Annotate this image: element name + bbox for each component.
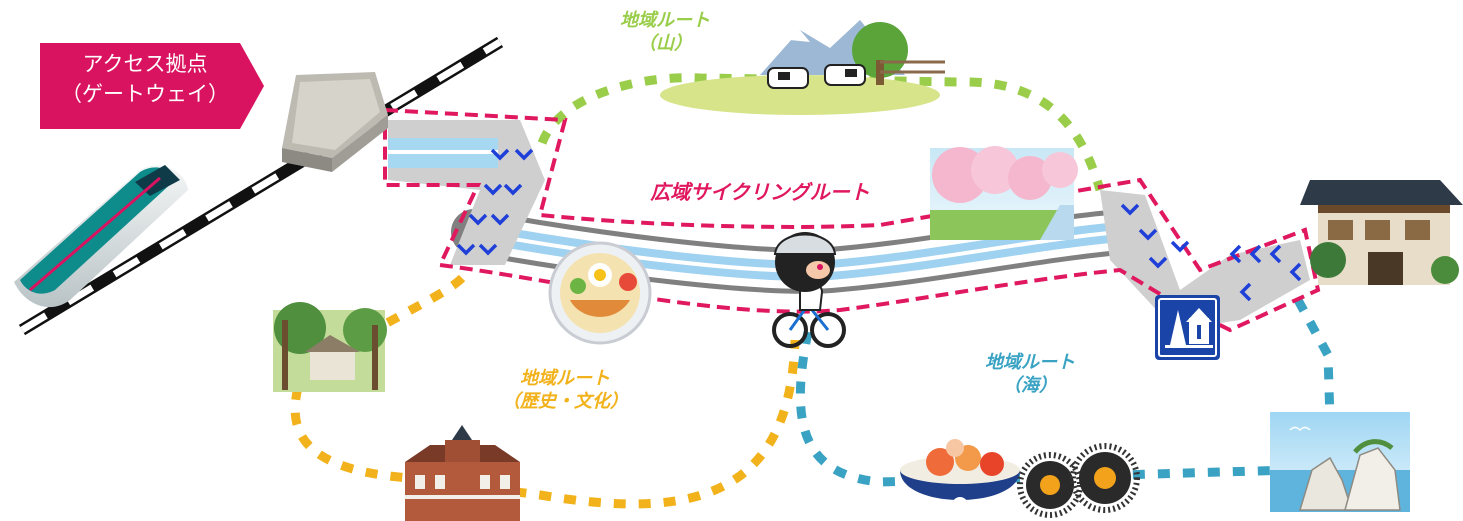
coast-cliff-icon <box>1270 412 1410 512</box>
tourist-info-icon <box>1155 295 1220 360</box>
route-sea-branch-path <box>1294 297 1335 421</box>
gateway-label-line1: アクセス拠点 <box>82 52 208 76</box>
route-mountain-path <box>537 73 1105 192</box>
sea-urchin-icon <box>1017 443 1140 518</box>
route-history-label: 地域ルート （歴史・文化） <box>475 368 655 413</box>
route-sea-label-line2: （海） <box>1003 374 1057 396</box>
route-history-label-line1: 地域ルート <box>520 368 610 389</box>
direction-arrows <box>456 148 1302 302</box>
route-sea-label: 地域ルート （海） <box>955 352 1105 397</box>
route-mountain-label: 地域ルート （山） <box>585 10 745 55</box>
noodle-dish-icon <box>548 241 652 345</box>
route-history-label-line2: （歴史・文化） <box>502 390 628 412</box>
forest-house-icon <box>273 302 387 392</box>
brick-building-icon <box>405 425 520 521</box>
route-mountain-label-line1: 地域ルート <box>620 10 710 31</box>
seafood-bowl-icon <box>900 439 1020 513</box>
route-sea-path <box>795 331 1291 487</box>
cyclist-icon <box>772 232 846 348</box>
route-mountain-label-line2: （山） <box>638 32 692 54</box>
ryokan-inn-icon <box>1300 180 1463 285</box>
gateway-badge <box>40 43 264 129</box>
route-sea-label-line1: 地域ルート <box>985 352 1075 373</box>
gateway-label-line2: （ゲートウェイ） <box>61 82 229 106</box>
mountain-farm-icon <box>660 20 945 115</box>
route-wide-label: 広域サイクリングルート <box>650 180 870 204</box>
shinkansen-icon <box>14 165 188 308</box>
railway-line <box>18 36 504 336</box>
station-building-icon <box>282 72 388 172</box>
gateway-label: アクセス拠点 （ゲートウェイ） <box>48 49 242 109</box>
cherry-blossom-icon <box>930 146 1078 240</box>
